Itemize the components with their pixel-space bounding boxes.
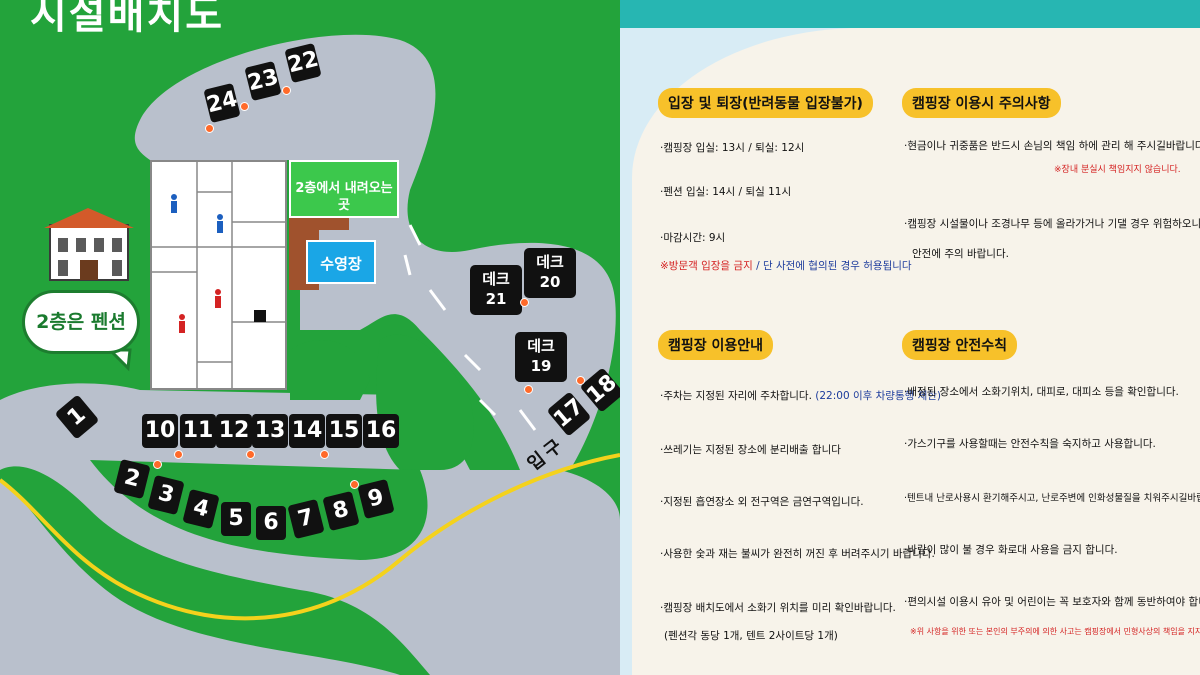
deck-20[interactable]: 데크 20 [524,248,576,298]
map-title: 시설배치도 [30,0,224,38]
rule-item: ·지정된 흡연장소 외 전구역은 금연구역입니다. [660,496,864,508]
marker-10 [174,450,183,459]
marker-23 [240,102,249,111]
deck-19[interactable]: 데크 19 [515,332,567,382]
amenity-building [150,160,287,390]
rule-item: ·배정된 장소에서 소화기위치, 대피로, 대피소 등을 확인합니다. [904,386,1179,398]
marker-24 [205,124,214,133]
facility-map: 시설배치도 2층은 펜션 수영장 2층에서 내려오는 곳 입구 24 23 22… [0,0,620,675]
rule-note: ※장내 분실시 책임지지 않습니다. [1054,165,1181,175]
marker-12 [246,450,255,459]
marker-14 [320,450,329,459]
deck-21-number: 21 [485,290,507,308]
rule-time-limit: (22:00 이후 차량통행 제한) [811,390,942,402]
section-entry-exit: 입장 및 퇴장(반려동물 입장불가) [658,88,873,118]
section-heading: 캠핑장 이용안내 [658,330,774,360]
site-5[interactable]: 5 [221,502,251,536]
rule-item: ·사용한 숯과 재는 불씨가 완전히 꺼진 후 버려주시기 바랍니다. [660,548,935,560]
rule-item: ·편의시설 이용시 유아 및 어린이는 꼭 보호자와 함께 동반하여야 합니다. [904,596,1200,608]
section-usage-guide: 캠핑장 이용안내 [658,330,774,360]
section-heading: 캠핑장 이용시 주의사항 [902,88,1061,118]
deck-19-number: 19 [530,357,552,375]
building-floorplan [152,162,285,388]
rule-warning: ※방문객 입장을 금지 [660,260,753,272]
rule-item: ·캠핑장 배치도에서 소화기 위치를 미리 확인바랍니다. [660,602,896,614]
site-6[interactable]: 6 [256,506,286,540]
rule-item: ·마감시간: 9시 [660,232,726,244]
rule-item: ·캠핑장 시설물이나 조경나무 등에 올라가거나 기댈 경우 위험하오니, [904,218,1200,230]
section-safety: 캠핑장 안전수칙 [902,330,1018,360]
rule-item: ·펜션 입실: 14시 / 퇴실 11시 [660,186,792,198]
site-15[interactable]: 15 [326,414,362,448]
rules-board: 입장 및 퇴장(반려동물 입장불가) ·캠핑장 입실: 13시 / 퇴실: 12… [620,0,1200,675]
rule-note: ※위 사항을 위한 또는 본인의 부주의에 의한 사고는 캠핑장에서 민형사상의… [910,627,1200,636]
rule-item: ·바람이 많이 불 경우 화로대 사용을 금지 합니다. [904,544,1118,556]
rule-exception: / 단 사전에 협의된 경우 허용됩니다 [752,260,912,272]
stairs-sign: 2층에서 내려오는 곳 [289,160,399,218]
marker-deck-19 [524,385,533,394]
site-11[interactable]: 11 [180,414,216,448]
rule-item: 안전에 주의 바랍니다. [912,248,1009,260]
rule-item: ·주차는 지정된 자리에 주차합니다. (22:00 이후 차량통행 제한) [660,388,941,403]
pension-bubble: 2층은 펜션 [22,290,140,354]
marker-2 [153,460,162,469]
rule-item: (펜션각 동당 1개, 텐트 2사이트당 1개) [664,630,838,642]
illustration-strip [620,0,1200,28]
deck-21-label: 데크 [482,270,510,288]
deck-21[interactable]: 데크 21 [470,265,522,315]
rule-item: ·현금이나 귀중품은 반드시 손님의 책임 하에 관리 해 주시길바랍니다. [904,140,1200,152]
site-13[interactable]: 13 [252,414,288,448]
section-heading: 입장 및 퇴장(반려동물 입장불가) [658,88,873,118]
site-14[interactable]: 14 [289,414,325,448]
marker-deck-21 [520,298,529,307]
rule-text: ·주차는 지정된 자리에 주차합니다. [660,390,812,402]
site-12[interactable]: 12 [216,414,252,448]
deck-19-label: 데크 [527,337,555,355]
rule-item: ·캠핑장 입실: 13시 / 퇴실: 12시 [660,142,805,154]
rule-item: ·쓰레기는 지정된 장소에 분리배출 합니다 [660,444,841,456]
deck-20-number: 20 [539,273,561,291]
rule-item: ※방문객 입장을 금지 / 단 사전에 협의된 경우 허용됩니다 [660,258,912,273]
rule-item: ·가스기구를 사용할때는 안전수칙을 숙지하고 사용합니다. [904,438,1156,450]
marker-8 [350,480,359,489]
site-16[interactable]: 16 [363,414,399,448]
rule-item: ·텐트내 난로사용시 환기해주시고, 난로주변에 인화성물질을 치워주시길바랍니… [904,493,1200,504]
marker-22 [282,86,291,95]
pool-label: 수영장 [306,240,376,284]
site-10[interactable]: 10 [142,414,178,448]
section-heading: 캠핑장 안전수칙 [902,330,1018,360]
marker-17 [576,376,585,385]
deck-20-label: 데크 [536,253,564,271]
section-cautions: 캠핑장 이용시 주의사항 [902,88,1061,118]
